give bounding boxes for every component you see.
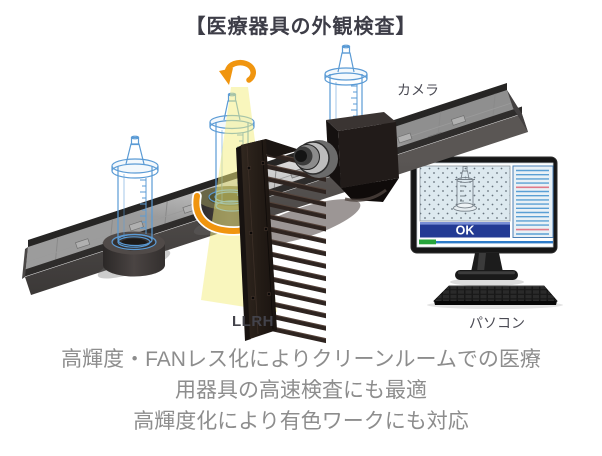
syringe-left (111, 135, 159, 251)
turntable-left (103, 231, 165, 277)
page-title: 【医療器具の外観検査】 (185, 16, 417, 38)
monitor: OK (410, 156, 563, 309)
caption: 高輝度・FANレス化によりクリーンルームでの医療 用器具の高速検査にも最適 高輝… (0, 344, 602, 437)
inspection-image-panel (419, 165, 511, 222)
ok-bar (420, 222, 510, 238)
pc-label: パソコン (469, 315, 525, 331)
data-list-panel (512, 165, 554, 238)
camera-lens (293, 140, 338, 178)
monitor-stand (450, 253, 524, 286)
camera-front (338, 122, 399, 188)
llrh-label: LLRH (232, 313, 274, 330)
progress-bar (419, 239, 553, 245)
llrh-side-plate (236, 145, 251, 341)
camera-label: カメラ (397, 82, 439, 98)
ok-bar-highlight (420, 222, 510, 225)
keyboard (427, 285, 563, 309)
caption-line-3: 高輝度化により有色ワークにも対応 (133, 410, 469, 433)
ok-status-bar: OK (420, 222, 510, 238)
camera-bottom (341, 178, 399, 202)
inspection-syringe-image (453, 166, 477, 212)
syringe-right (324, 44, 368, 126)
progress-track (419, 241, 553, 244)
llrh-light (236, 139, 327, 344)
ok-status-text: OK (456, 224, 475, 238)
rotation-arrow-top (219, 59, 256, 85)
llrh-front-plate (241, 139, 277, 339)
progress-fill (419, 239, 436, 245)
llrh-screws (246, 160, 272, 301)
camera (293, 112, 399, 202)
camera-top (326, 112, 396, 131)
caption-line-2: 用器具の高速検査にも最適 (175, 379, 427, 402)
data-lines (516, 169, 549, 235)
belt-right-cap (507, 90, 528, 132)
belt-left-cap (22, 247, 28, 279)
data-lines-highlight (516, 186, 549, 231)
caption-line-1: 高輝度・FANレス化によりクリーンルームでの医療 (61, 348, 541, 371)
